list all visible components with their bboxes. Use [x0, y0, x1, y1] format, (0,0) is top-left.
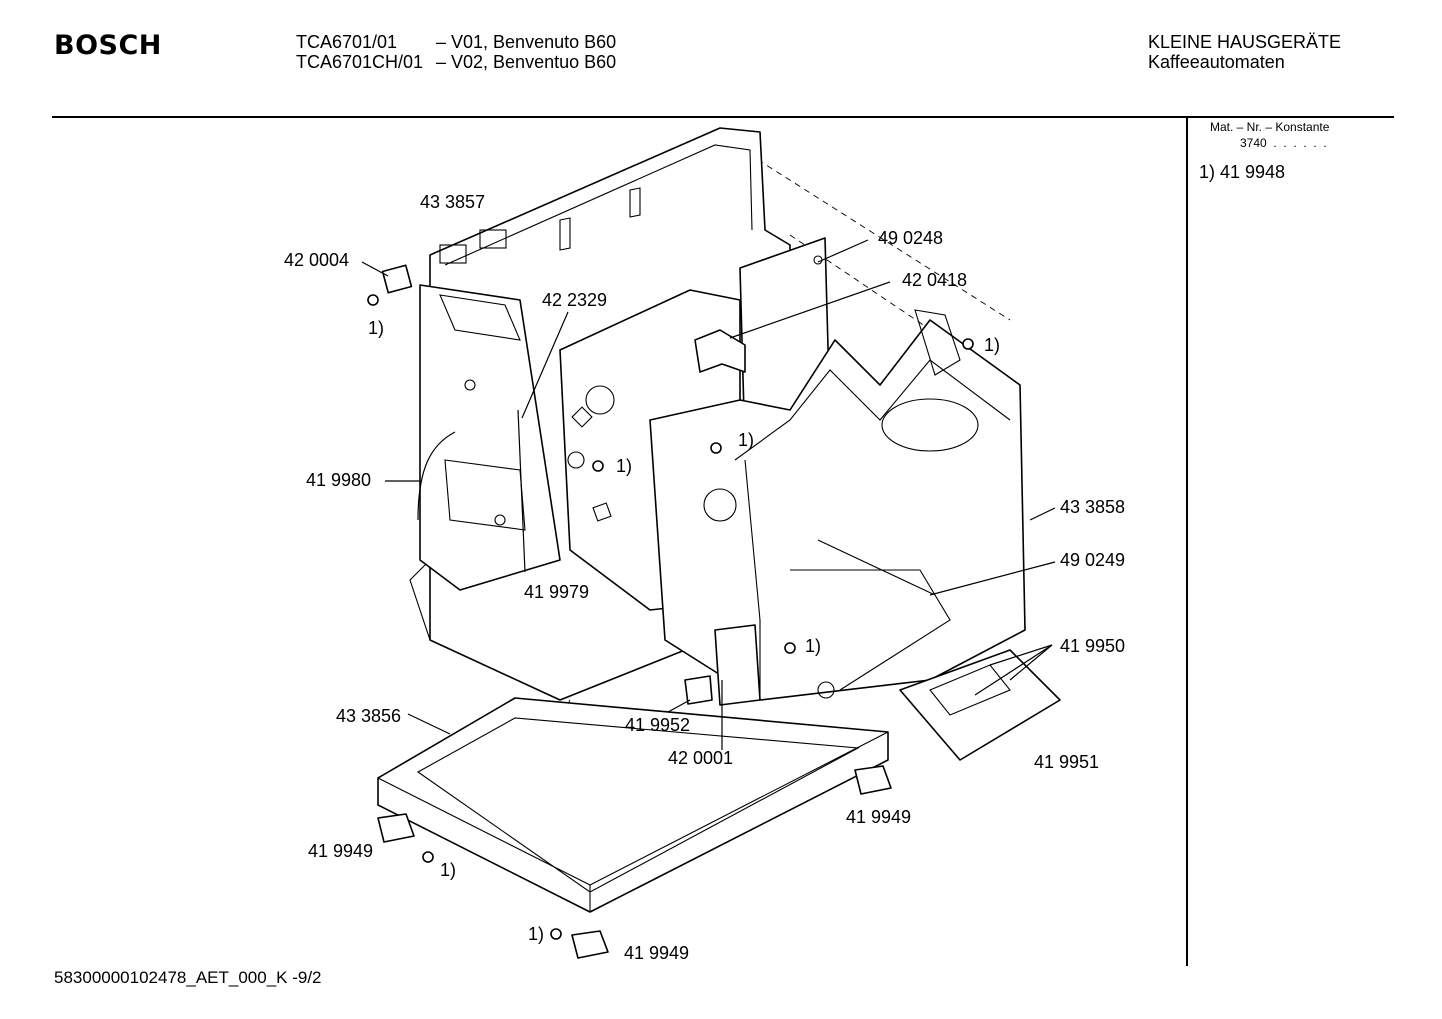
- part-label: 43 3857: [420, 192, 485, 212]
- model-number-2: TCA6701CH/01: [296, 52, 424, 72]
- footnote-marker: 1): [528, 924, 544, 944]
- material-number-value: 3740 . . . . . .: [1240, 136, 1327, 150]
- document-id: 58300000102478_AET_000_K -9/2: [54, 968, 322, 987]
- part-label: 42 0004: [284, 250, 349, 270]
- screw-icon: [422, 851, 434, 863]
- footnote-marker: 1): [616, 456, 632, 476]
- base-frame-part: [377, 697, 889, 913]
- foot-part-right: [854, 765, 892, 795]
- model-variant-1: – V01, Benvenuto B60: [436, 32, 617, 52]
- part-label: 49 0249: [1060, 550, 1125, 570]
- part-labels: 43 3857 42 0004 1) 42 2329 49 0248 42 04…: [284, 192, 1125, 963]
- micro-switch-part: [684, 675, 713, 705]
- screw-icon: [550, 928, 562, 940]
- model-variant-2: – V02, Benventuo B60: [436, 52, 617, 72]
- part-label: 43 3856: [336, 706, 401, 726]
- screw-icon: [592, 460, 604, 472]
- foot-part-left: [377, 813, 415, 843]
- part-label: 49 0248: [878, 228, 943, 248]
- footnote-part: 1) 41 9948: [1199, 162, 1286, 182]
- foot-part-front: [571, 930, 609, 959]
- screw-icon: [710, 442, 722, 454]
- subcategory-title: Kaffeeautomaten: [1148, 52, 1285, 72]
- part-label: 42 0418: [902, 270, 967, 290]
- knob-part: [381, 264, 413, 294]
- exploded-view-drawing: 43 3857 42 0004 1) 42 2329 49 0248 42 04…: [284, 127, 1125, 963]
- model-number-1: TCA6701/01: [296, 32, 398, 52]
- category-title: KLEINE HAUSGERÄTE: [1148, 32, 1342, 52]
- material-number-header: Mat. – Nr. – Konstante: [1210, 120, 1330, 134]
- part-label: 41 9949: [308, 841, 373, 861]
- switch-holder-part: [714, 624, 761, 706]
- screw-icon: [367, 294, 379, 306]
- left-side-panel: [419, 284, 561, 591]
- part-label: 41 9949: [624, 943, 689, 963]
- sidebar-divider: [1186, 116, 1188, 966]
- footnote-marker: 1): [368, 318, 384, 338]
- shaft-part: [817, 539, 936, 596]
- part-label: 41 9950: [1060, 636, 1125, 656]
- hose-part: [417, 431, 456, 521]
- footnote-marker: 1): [738, 430, 754, 450]
- part-label: 41 9952: [625, 715, 690, 735]
- footnote-marker: 1): [440, 860, 456, 880]
- part-label: 41 9979: [524, 582, 589, 602]
- footnote-marker: 1): [984, 335, 1000, 355]
- part-label: 41 9980: [306, 470, 371, 490]
- part-label: 41 9951: [1034, 752, 1099, 772]
- clip-bracket-part: [694, 329, 746, 373]
- header-divider: [52, 116, 1394, 118]
- screw-icon: [784, 642, 796, 654]
- right-housing-part: [649, 309, 1061, 761]
- part-label: 41 9949: [846, 807, 911, 827]
- leader-lines: [361, 239, 1056, 750]
- screw-icon: [962, 338, 974, 350]
- small-parts: [367, 264, 974, 959]
- footnote-marker: 1): [805, 636, 821, 656]
- part-label: 43 3858: [1060, 497, 1125, 517]
- part-label: 42 0001: [668, 748, 733, 768]
- brand-logo: BOSCH: [54, 30, 162, 61]
- part-label: 42 2329: [542, 290, 607, 310]
